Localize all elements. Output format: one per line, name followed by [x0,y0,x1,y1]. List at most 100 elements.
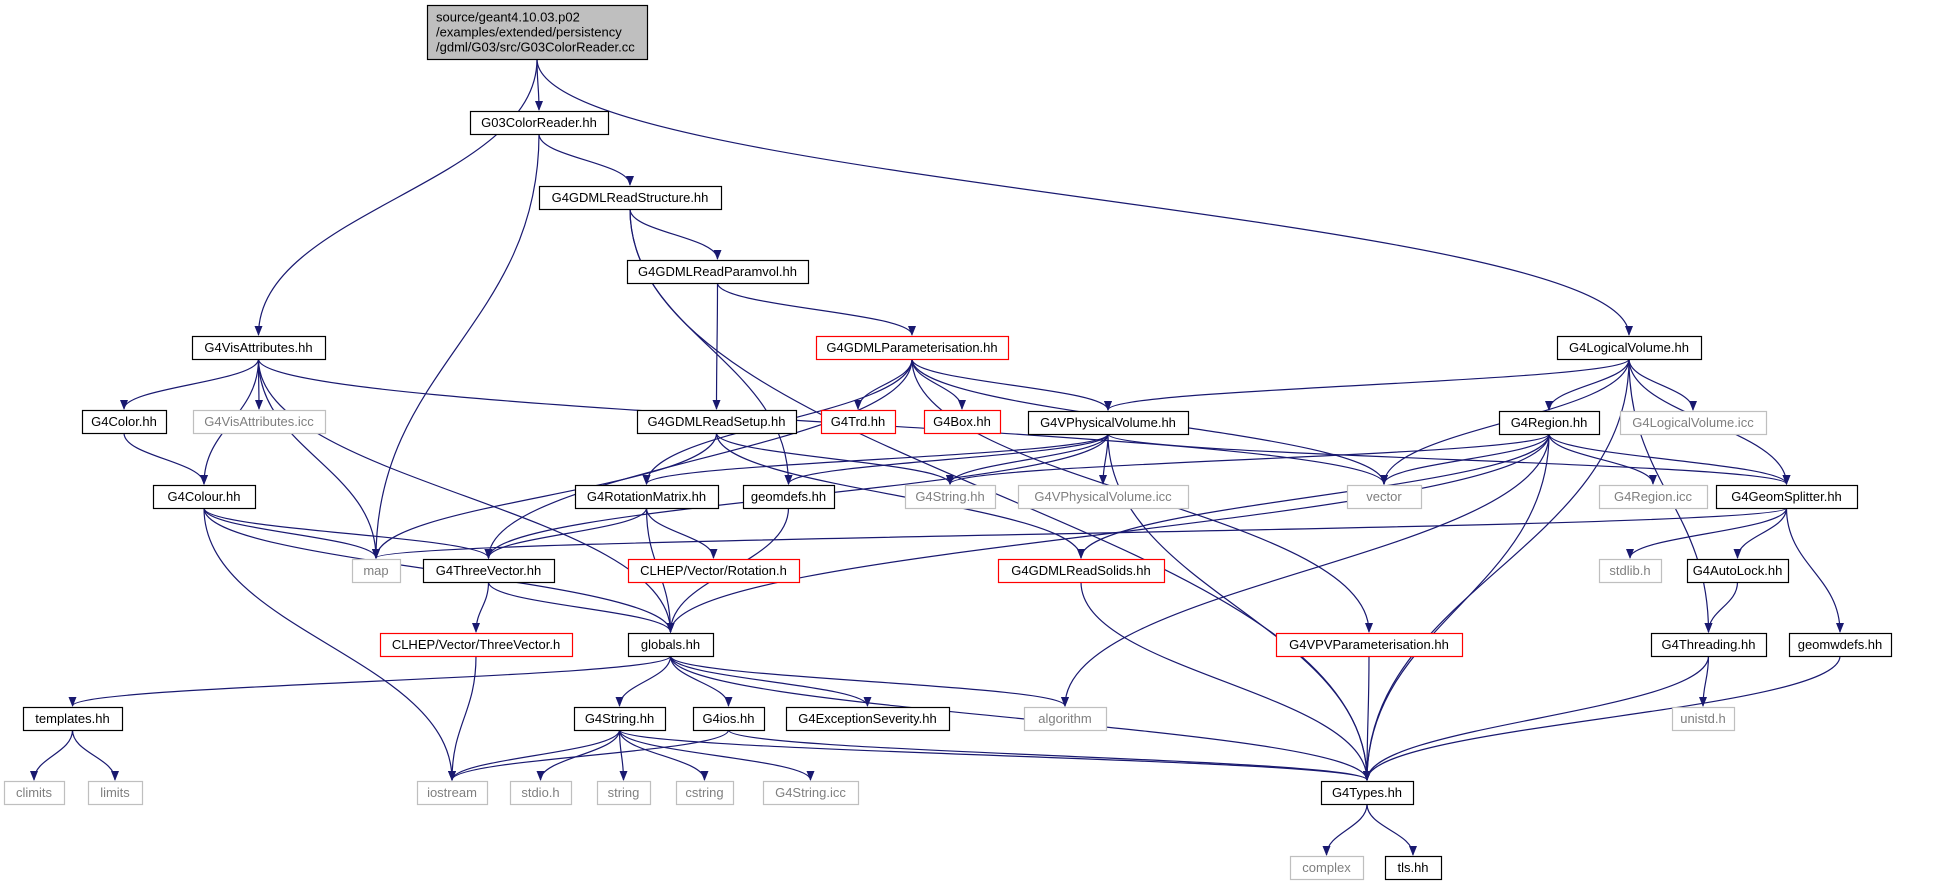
edge-g4types-to-tls [1366,803,1417,856]
node-label-g4box: G4Box.hh [933,414,991,429]
node-box-g4string [573,706,667,732]
node-g4string[interactable]: G4String.hh [573,706,667,732]
node-g4gdmlreadparamvol[interactable]: G4GDMLReadParamvol.hh [626,259,810,285]
node-box-g4threevector [422,558,556,584]
node-iostream: iostream [416,780,489,806]
node-g4region_icc: G4Region.icc [1598,484,1709,510]
edge-globals-to-templates [68,655,672,707]
node-g4trd[interactable]: G4Trd.hh [820,409,897,435]
node-box-g4vphysicalvolume [1027,410,1190,436]
node-label-vector: vector [1366,489,1402,504]
edge-g4gdmlreadsetup-to-g4string_hh [715,432,954,485]
node-g4string_icc: G4String.icc [762,780,860,806]
edge-g4types-to-complex [1322,803,1368,856]
node-g4threevector[interactable]: G4ThreeVector.hh [422,558,556,584]
node-label-limits: limits [100,785,130,800]
node-g4threading[interactable]: G4Threading.hh [1650,632,1768,658]
node-label-complex: complex [1302,860,1351,875]
node-globals[interactable]: globals.hh [627,632,715,658]
edge-g4geomsplitter-to-map [372,507,1788,559]
edge-g4gdmlreadsetup-to-g4gdmlreadsolids [715,432,1085,559]
edge-g4region-to-g4string_hh [946,433,1550,485]
node-g4logicalvolume[interactable]: G4LogicalVolume.hh [1556,335,1703,361]
node-g4vphysicalvolume[interactable]: G4VPhysicalVolume.hh [1027,410,1190,436]
edge-g4gdmlreadsetup-to-map [372,432,718,559]
node-g4rotationmatrix[interactable]: G4RotationMatrix.hh [574,484,720,510]
node-tls[interactable]: tls.hh [1384,855,1443,881]
node-templates[interactable]: templates.hh [22,706,124,732]
edge-globals-to-g4ios [669,655,733,707]
node-box-limits [87,780,144,806]
node-root[interactable]: source/geant4.10.03.p02/examples/extende… [426,4,649,61]
node-g4geomsplitter[interactable]: G4GeomSplitter.hh [1715,484,1859,510]
edge-g4vphysicalvolume-to-g4string_hh [946,433,1109,485]
node-g4gdmlreadstructure[interactable]: G4GDMLReadStructure.hh [538,185,723,211]
edge-g4gdmlparameterisation-to-g4vphysicalvolume [911,358,1112,411]
node-label-globals: globals.hh [641,637,700,652]
node-box-g4colour [152,484,257,510]
edge-g4logicalvolume-to-g4logicalvolume_icc [1628,358,1697,411]
edge-g4region-to-algorithm [1061,433,1550,707]
node-box-g4vpvparameterisation [1275,632,1464,658]
node-label-g03colorreader: G03ColorReader.hh [481,115,597,130]
node-box-g4threading [1650,632,1768,658]
edge-g4gdmlreadstructure-to-geomdefs [629,208,793,485]
edge-g4visattributes-to-g4color [120,358,260,410]
node-g4gdmlreadsolids[interactable]: G4GDMLReadSolids.hh [997,558,1166,584]
edge-g4string-to-g4string_icc [618,729,815,781]
node-unistd: unistd.h [1671,706,1736,732]
node-label-unistd: unistd.h [1680,711,1726,726]
edge-globals-to-algorithm [669,655,1069,707]
node-box-g4gdmlreadstructure [538,185,723,211]
node-box-iostream [416,780,489,806]
node-g4autolock[interactable]: G4AutoLock.hh [1686,558,1790,584]
node-label-g4threading: G4Threading.hh [1662,637,1756,652]
edge-root-to-g4visattributes [254,58,538,336]
edge-g4gdmlparameterisation-to-g4threevector [484,358,913,559]
node-g4vpvparameterisation[interactable]: G4VPVParameterisation.hh [1275,632,1464,658]
node-label-algorithm: algorithm [1038,711,1091,726]
node-box-g4region [1498,410,1601,436]
node-box-g03colorreader [469,110,610,136]
node-g4gdmlparameterisation[interactable]: G4GDMLParameterisation.hh [815,335,1010,361]
node-map: map [351,558,402,584]
edge-g4gdmlparameterisation-to-g4trd [854,358,913,410]
node-g4region[interactable]: G4Region.hh [1498,410,1601,436]
node-label-root: source/geant4.10.03.p02 [436,10,580,25]
node-box-templates [22,706,124,732]
edge-g4rotationmatrix-to-clhep_rotation [645,507,718,559]
node-g4types[interactable]: G4Types.hh [1320,780,1415,806]
node-label-g4vpvparameterisation: G4VPVParameterisation.hh [1289,637,1449,652]
node-g4box[interactable]: G4Box.hh [923,409,1002,435]
edge-g4vpvparameterisation-to-g4types [1363,655,1372,781]
node-g03colorreader[interactable]: G03ColorReader.hh [469,110,610,136]
node-box-algorithm [1023,706,1108,732]
node-label-g4gdmlparameterisation: G4GDMLParameterisation.hh [826,340,997,355]
node-g4gdmlreadsetup[interactable]: G4GDMLReadSetup.hh [636,409,798,435]
edge-g4geomsplitter-to-stdlib [1626,507,1788,559]
node-label-climits: climits [16,785,53,800]
node-box-g4gdmlreadsolids [997,558,1166,584]
node-label-g4string_icc: G4String.icc [775,785,846,800]
node-geomwdefs[interactable]: geomwdefs.hh [1788,632,1893,658]
edge-g4threevector-to-globals [487,581,675,633]
node-stdlib: stdlib.h [1598,558,1663,584]
node-g4exceptionseverity[interactable]: G4ExceptionSeverity.hh [785,706,951,732]
node-clhep_threevector[interactable]: CLHEP/Vector/ThreeVector.h [379,632,574,658]
edge-g4region-to-g4types [1363,433,1550,781]
node-clhep_rotation[interactable]: CLHEP/Vector/Rotation.h [627,558,801,584]
node-g4color[interactable]: G4Color.hh [81,409,168,435]
node-geomdefs[interactable]: geomdefs.hh [742,484,836,510]
node-g4ios[interactable]: G4ios.hh [692,706,766,732]
edge-g4ios-to-g4types [727,729,1371,781]
node-box-g4trd [820,409,897,435]
node-box-g4rotationmatrix [574,484,720,510]
node-g4visattributes[interactable]: G4VisAttributes.hh [191,335,327,361]
node-box-unistd [1671,706,1736,732]
edge-g4threevector-to-clhep_threevector [472,581,490,633]
node-label-g4autolock: G4AutoLock.hh [1693,563,1783,578]
node-box-g4ios [692,706,766,732]
node-label-geomdefs: geomdefs.hh [751,489,826,504]
node-g4colour[interactable]: G4Colour.hh [152,484,257,510]
edge-globals-to-g4exceptionseverity [669,655,872,707]
